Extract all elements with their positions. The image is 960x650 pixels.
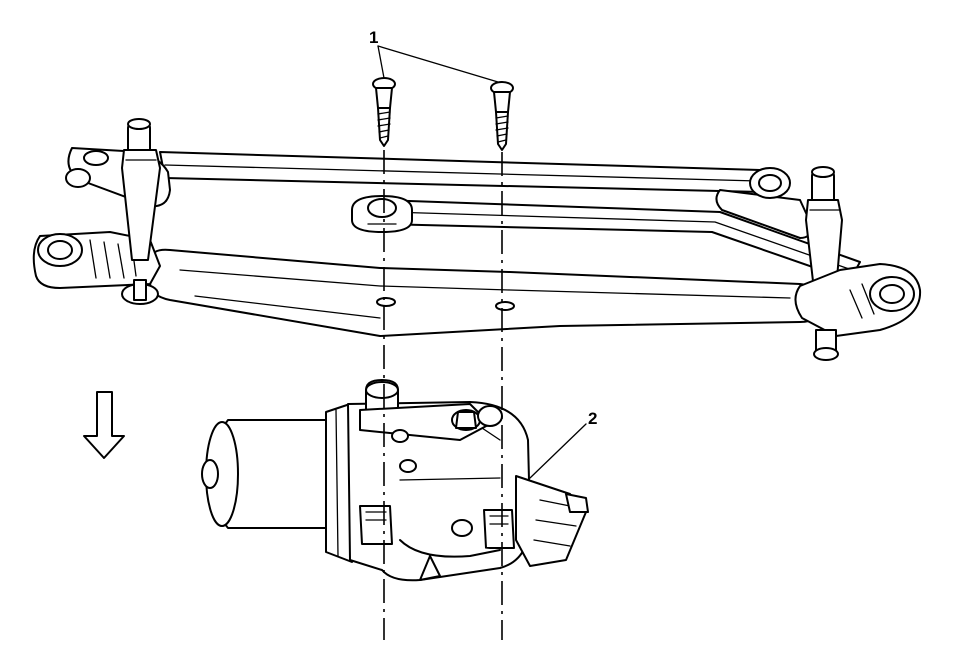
callout-2-label: 2: [588, 409, 597, 428]
callout-1: 1: [369, 28, 499, 83]
callout-1-label: 1: [369, 28, 378, 47]
down-arrow-icon: [83, 391, 125, 459]
alignment-centerlines: [383, 150, 503, 640]
right-crank-arm: [715, 167, 813, 239]
wiper-transmission: [32, 118, 922, 361]
left-pivot-shaft: [121, 118, 161, 305]
upper-link-rod: [159, 151, 763, 193]
callout-2: 2: [529, 409, 597, 479]
right-mount-bracket: [794, 263, 922, 361]
screw-left: [372, 77, 396, 147]
screw-right: [490, 81, 514, 151]
wiper-motor: [201, 379, 589, 582]
right-pivot-shaft: [805, 166, 843, 291]
center-bushing: [351, 195, 413, 233]
frame-tube: [149, 248, 823, 337]
